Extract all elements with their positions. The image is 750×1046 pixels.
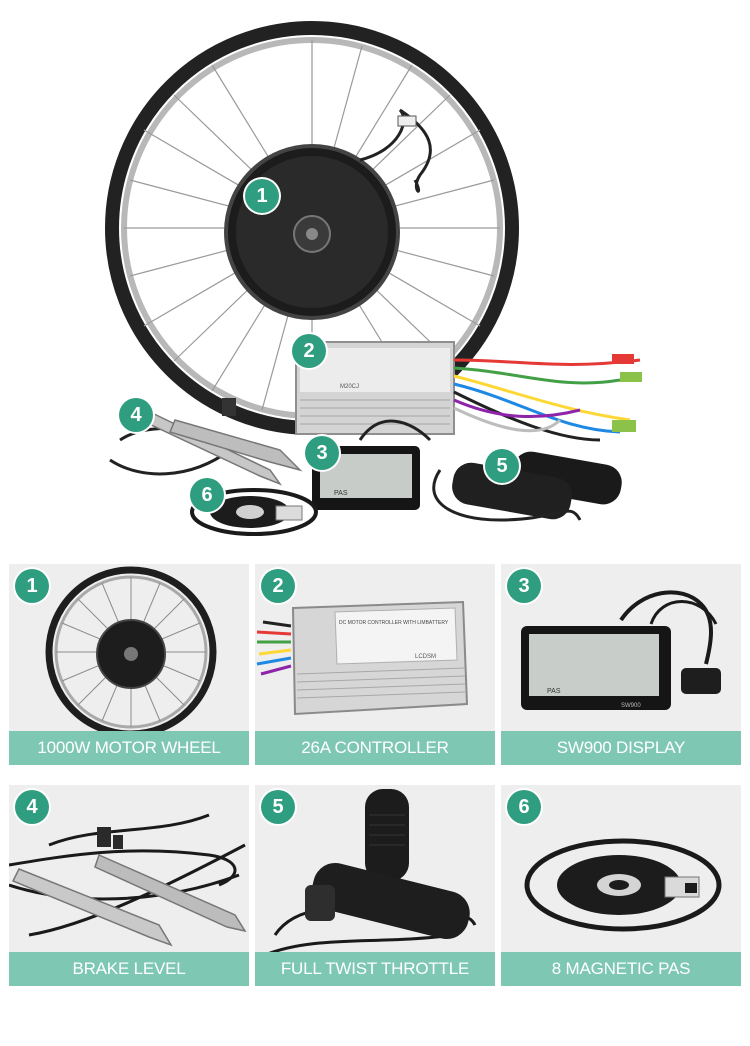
card-label: 1000W MOTOR WHEEL: [9, 731, 249, 765]
card-number-badge: 1: [15, 569, 49, 603]
card-label: SW900 DISPLAY: [501, 731, 741, 765]
card-throttle: 5 FULL TWIST THROTTLE: [255, 785, 495, 986]
card-controller: DC MOTOR CONTROLLER WITH LIMBATTERY LCDS…: [255, 564, 495, 765]
card-number-badge: 6: [507, 790, 541, 824]
card-pas-sensor: 6 8 MAGNETIC PAS: [501, 785, 741, 986]
card-number-badge: 2: [261, 569, 295, 603]
motor-wheel-icon: [45, 566, 217, 738]
card-motor-wheel: 1 1000W MOTOR WHEEL: [9, 564, 249, 765]
display-pas-text: PAS: [547, 688, 561, 695]
card-brake-lever: 4 BRAKE LEVEL: [9, 785, 249, 986]
ebike-kit-illustration: M20CJ PAS: [105, 21, 642, 536]
throttle-illustration: [432, 451, 622, 522]
pas-sensor-illustration: [190, 488, 318, 536]
controller-brand-text: LCDSM: [415, 654, 436, 660]
display-model-text: SW900: [621, 703, 641, 709]
number-badge-1: 1: [245, 179, 279, 213]
number-badge-6: 6: [190, 478, 224, 512]
card-display: PAS SW900 3 SW900 DISPLAY: [501, 564, 741, 765]
pas-sensor-icon: [524, 838, 722, 932]
card-label: BRAKE LEVEL: [9, 952, 249, 986]
controller-icon: DC MOTOR CONTROLLER WITH LIMBATTERY LCDS…: [256, 600, 469, 716]
brake-lever-icon: [9, 813, 247, 947]
card-label: 26A CONTROLLER: [255, 731, 495, 765]
display-pas-text: PAS: [334, 490, 348, 497]
twist-throttle-icon: [264, 789, 477, 957]
brake-lever-illustration: [109, 398, 303, 486]
number-badge-4: 4: [119, 398, 153, 432]
number-badge-5: 5: [485, 449, 519, 483]
card-number-badge: 4: [15, 790, 49, 824]
lcd-display-icon: PAS SW900: [521, 590, 721, 710]
controller-model-text: M20CJ: [340, 384, 359, 390]
number-badge-2: 2: [292, 334, 326, 368]
card-label: FULL TWIST THROTTLE: [255, 952, 495, 986]
hero-product-image: M20CJ PAS: [105, 21, 642, 536]
card-label: 8 MAGNETIC PAS: [501, 952, 741, 986]
card-number-badge: 5: [261, 790, 295, 824]
number-badge-3: 3: [305, 436, 339, 470]
card-number-badge: 3: [507, 569, 541, 603]
controller-title-text: DC MOTOR CONTROLLER WITH LIMBATTERY: [339, 620, 449, 626]
